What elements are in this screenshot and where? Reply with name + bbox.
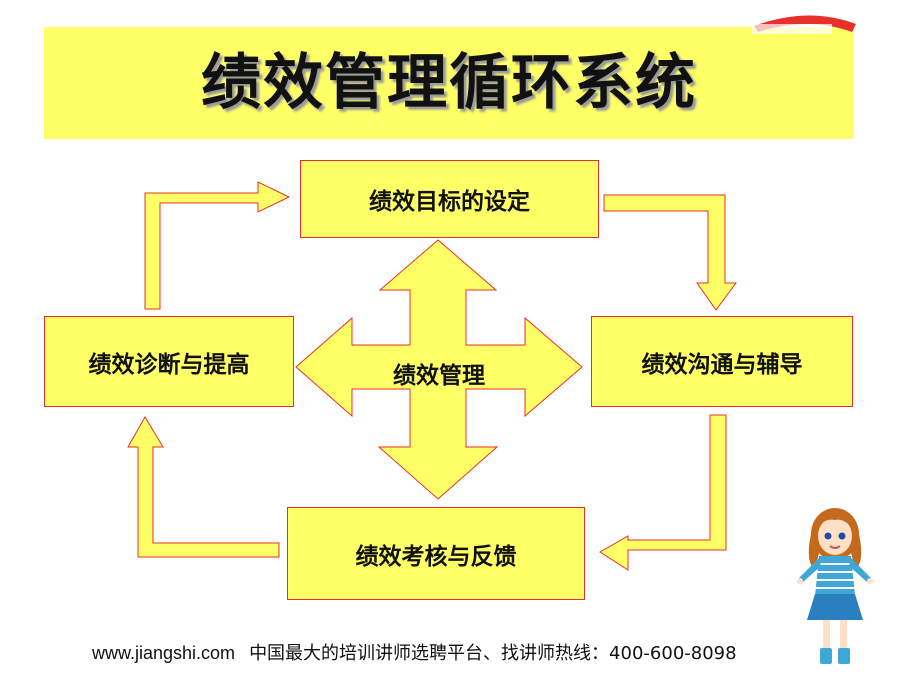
center-label: 绩效管理	[393, 363, 485, 389]
arrow-left-to-top	[144, 181, 291, 310]
arrow-bottom-to-left	[127, 416, 280, 558]
arrow-right-to-bottom	[599, 414, 727, 571]
node-diagnosis-improvement: 绩效诊断与提高	[44, 316, 294, 407]
node-appraisal-feedback: 绩效考核与反馈	[287, 507, 585, 600]
node-goal-setting: 绩效目标的设定	[300, 160, 599, 238]
node-communication-coaching: 绩效沟通与辅导	[591, 316, 853, 407]
title-banner: 绩效管理循环系统	[44, 27, 854, 139]
footer-info: www.jiangshi.com 中国最大的培训讲师选聘平台、找讲师热线：400-…	[92, 641, 812, 665]
center-four-way-arrow	[295, 239, 583, 500]
brand-logo	[752, 15, 856, 34]
footer-text: 中国最大的培训讲师选聘平台、找讲师热线：400-600-8098	[249, 643, 737, 664]
cartoon-girl-illustration	[797, 508, 873, 664]
arrow-top-to-right	[603, 194, 737, 311]
footer-website: www.jiangshi.com	[92, 643, 236, 663]
page-title: 绩效管理循环系统	[201, 48, 697, 118]
